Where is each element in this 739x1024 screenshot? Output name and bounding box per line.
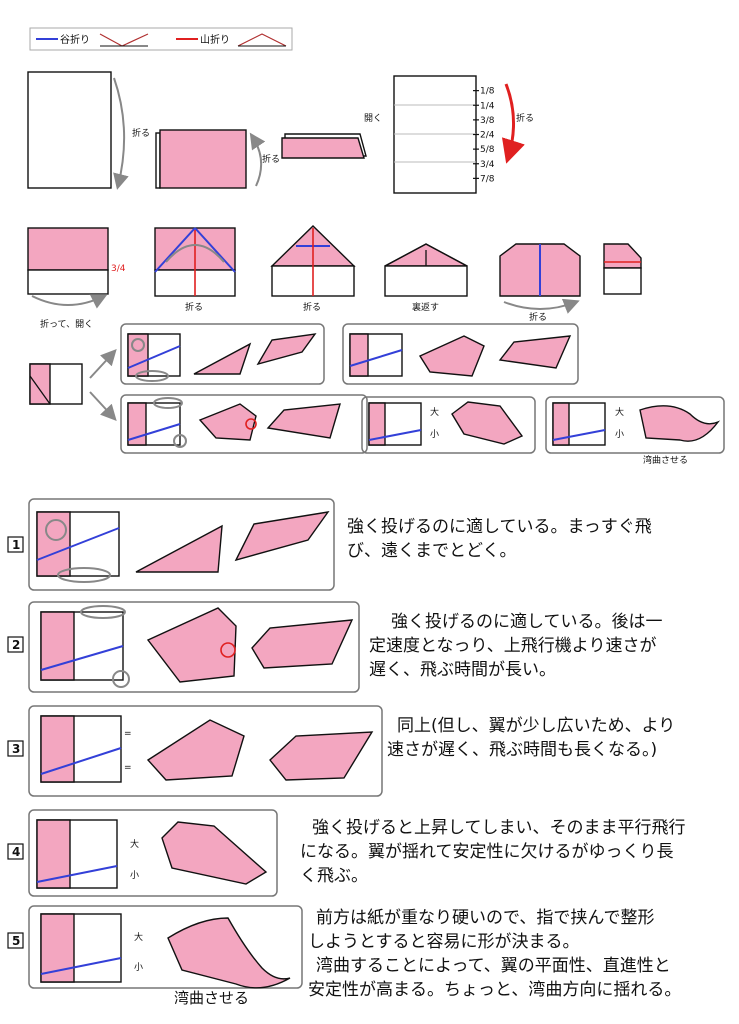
big-label-top-b: 大 [615,406,624,418]
small-label-top-b: 小 [615,429,624,440]
fold-open-label: 折って、開く [40,318,93,330]
variant-4: 4 大 小 [7,809,278,897]
step-row-1: 折る 折る 開く 1/8 1/4 3/8 2/4 5/8 3/4 7/8 折る [27,71,534,194]
variant-number: 1 [12,538,20,552]
variant-number: 4 [12,845,20,859]
fraction-label: 3/8 [480,116,495,126]
fold-label-1: 折る [132,127,150,139]
fraction-label: 1/4 [480,101,495,111]
fraction-label: 7/8 [480,174,495,184]
variant-3-description: 同上(但し、翼が少し広いため、より 速さが遅く、飛ぶ時間も長くなる。) [387,716,676,760]
equal-mark: = [124,729,132,739]
variant-number: 5 [12,934,20,948]
small-label: 小 [130,870,139,881]
open-label: 開く [364,113,382,124]
fold-label-2: 折る [262,153,280,165]
big-label-top-a: 大 [430,406,439,418]
fraction-label: 2/4 [480,131,495,141]
small-label: 小 [134,962,143,973]
mountain-fold-icon [237,33,287,47]
turn-over-label: 裏返す [412,301,439,313]
variant-5: 5 大 小 湾曲させる [7,905,303,1007]
fraction-label: 3/4 [480,160,495,170]
variant-3: 3 = = [7,705,383,797]
variant-5-description: 前方は紙が重なり硬いので、指で挟んで整形 しようとすると容易に形が決まる。 湾曲… [308,908,682,1000]
small-label-top-a: 小 [430,429,439,440]
fold-legend: 谷折り 山折り [29,27,293,51]
fraction-marks: 1/8 1/4 3/8 2/4 5/8 3/4 7/8 [473,87,495,184]
mountain-fold-label: 山折り [200,33,230,46]
variant-1-description: 強く投げるのに適している。まっすぐ飛 び、遠くまでとどく。 [347,517,652,561]
equal-mark: = [124,763,132,773]
variant-overview: 大 小 大 小 湾曲させる [29,323,725,466]
variant-number: 2 [12,638,20,652]
variant-2: 2 [7,601,360,693]
fraction-label: 5/8 [480,145,495,155]
variant-4-description: 強く投げると上昇してしまい、そのまま平行飛行 になる。翼が揺れて安定性に欠けるが… [300,818,686,886]
curve-label-top: 湾曲させる [643,454,688,466]
fold-label-4: 折る [303,301,321,313]
variant-1: 1 [7,498,335,591]
fold-label-3: 折る [185,301,203,313]
variant-number: 3 [12,742,20,756]
valley-fold-label: 谷折り [60,33,90,46]
step-row-2: 3/4 折って、開く 折る 折る 裏返す 折る [27,225,642,330]
big-label: 大 [134,931,143,943]
fold-red-label: 折る [516,112,534,124]
curve-label: 湾曲させる [174,989,249,1007]
big-label: 大 [130,838,139,850]
fold-label-5: 折る [529,311,547,323]
variant-2-description: 強く投げるのに適している。後は一 定速度となっり、上飛行機より速さが 遅く、飛ぶ… [369,612,663,680]
three-quarter-label: 3/4 [111,264,126,274]
fraction-label: 1/8 [480,87,495,97]
